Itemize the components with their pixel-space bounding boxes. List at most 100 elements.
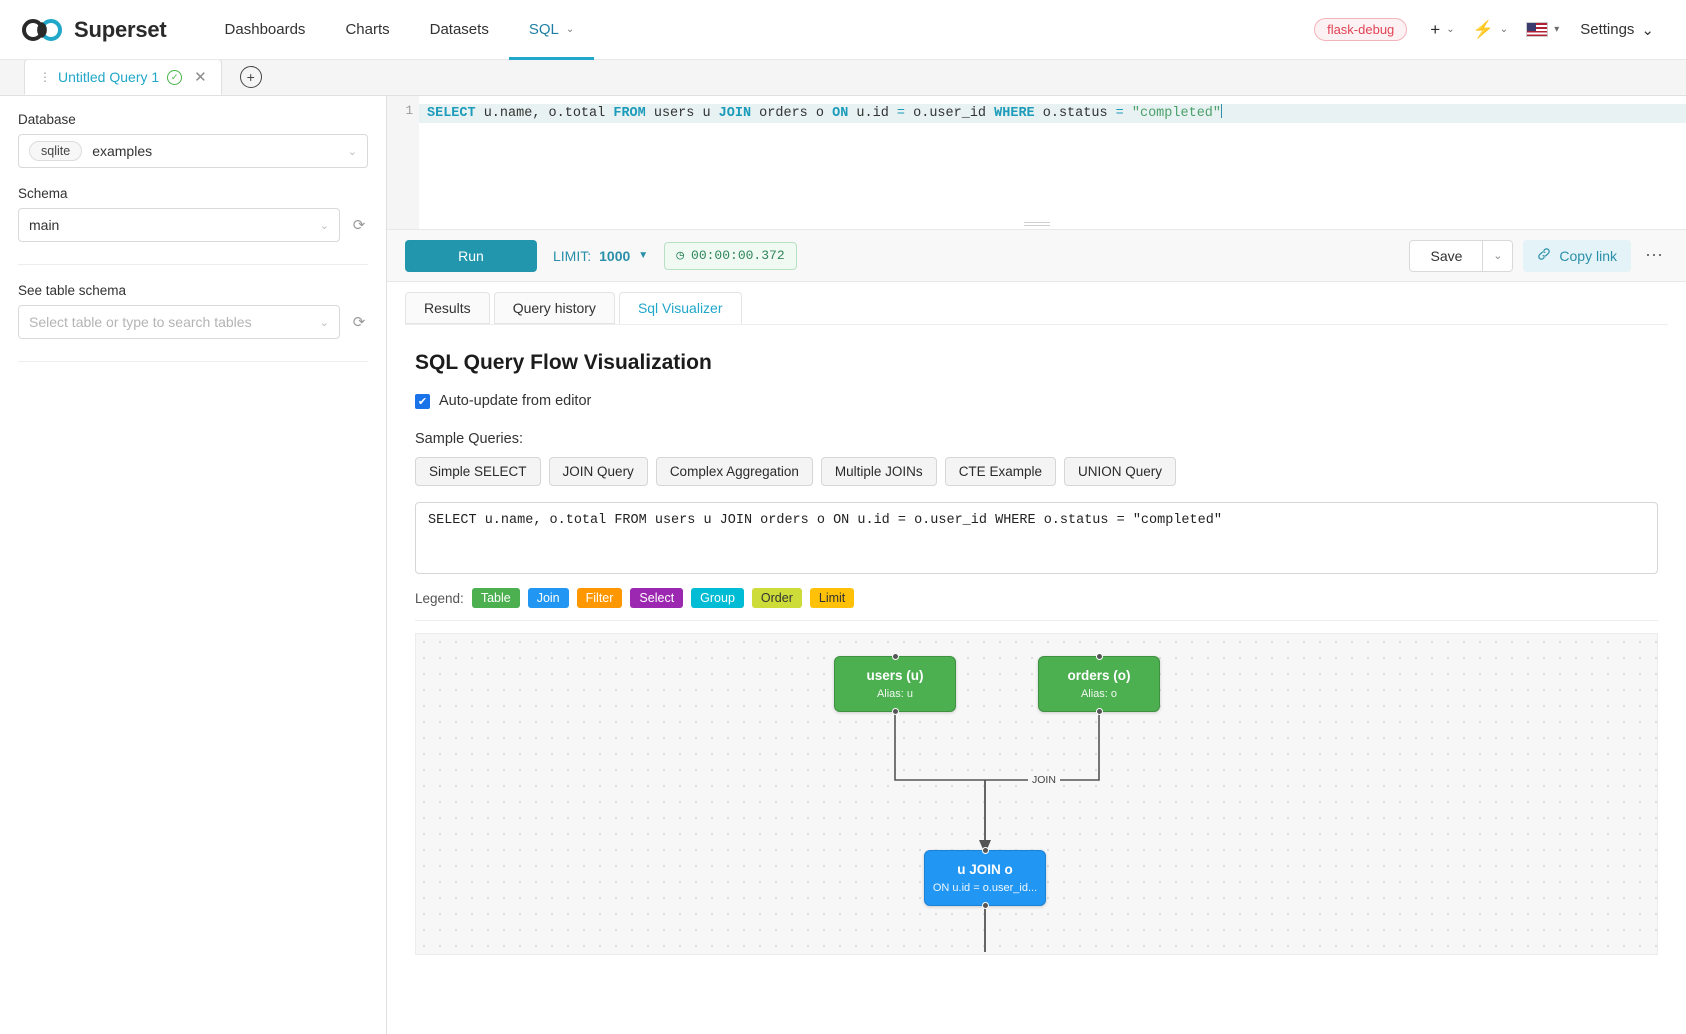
more-options-icon[interactable]: ⋯ [1645, 245, 1664, 265]
save-dropdown-chevron-down-icon[interactable]: ⌄ [1483, 239, 1514, 272]
chevron-down-icon: ⌄ [1499, 24, 1509, 35]
tab-label: Results [424, 300, 471, 316]
settings-menu[interactable]: Settings ⌄ [1570, 21, 1664, 39]
refresh-schema-icon[interactable]: ⟳ [352, 217, 366, 234]
node-handle-bottom[interactable] [1095, 708, 1103, 715]
limit-dropdown[interactable]: LIMIT: 1000 ▼ [553, 248, 648, 264]
schema-label: Schema [18, 186, 68, 201]
schema-select[interactable]: main ⌄ [18, 208, 340, 242]
sample-query-complex-aggregation[interactable]: Complex Aggregation [655, 457, 813, 486]
tab-sql-visualizer[interactable]: Sql Visualizer [618, 292, 742, 324]
sample-query-multiple-joins[interactable]: Multiple JOINs [820, 457, 937, 486]
editor-line-1: SELECT u.name, o.total FROM users u JOIN… [419, 104, 1686, 123]
tab-query-history[interactable]: Query history [493, 292, 615, 324]
copy-link-button[interactable]: Copy link [1523, 239, 1631, 272]
node-handle-top[interactable] [981, 847, 989, 854]
editor-resize-handle[interactable] [1023, 222, 1050, 226]
chevron-down-icon: ▾ [1554, 24, 1560, 35]
query-tab-untitled-query-1[interactable]: ⋮ Untitled Query 1 ✓ ✕ [24, 59, 222, 95]
nav-dashboards[interactable]: Dashboards [205, 0, 326, 60]
editor-toolbar: Run LIMIT: 1000 ▼ ◷ 00:00:00.372 Save ⌄ [387, 222, 1686, 282]
flow-node-users[interactable]: users (u) Alias: u [834, 653, 956, 715]
timer-value: 00:00:00.372 [691, 248, 785, 263]
settings-label: Settings [1580, 21, 1635, 38]
sample-query-union-query[interactable]: UNION Query [1063, 457, 1176, 486]
tab-results[interactable]: Results [405, 292, 490, 324]
legend-badge-join: Join [527, 588, 569, 608]
main-nav: Dashboards Charts Datasets SQL ⌄ [205, 0, 595, 60]
save-button-group: Save ⌄ [1409, 239, 1514, 272]
nav-sql-label: SQL [528, 21, 559, 38]
node-subtitle: Alias: u [876, 688, 914, 700]
sql-input-textarea[interactable]: SELECT u.name, o.total FROM users u JOIN… [415, 502, 1658, 574]
chevron-down-icon: ⌄ [319, 219, 329, 232]
visualizer-panel: SQL Query Flow Visualization ✔ Auto-upda… [387, 324, 1686, 1034]
nav-datasets[interactable]: Datasets [410, 0, 509, 60]
language-selector[interactable]: ▾ [1519, 17, 1566, 42]
nav-sql[interactable]: SQL ⌄ [509, 0, 594, 60]
chevron-down-icon: ⌄ [347, 145, 357, 158]
close-icon[interactable]: ✕ [194, 69, 207, 86]
top-navbar: Superset Dashboards Charts Datasets SQL … [0, 0, 1686, 60]
workspace: Database sqlite examples ⌄ Schema main ⌄… [0, 96, 1686, 1034]
link-icon [1537, 247, 1551, 264]
left-sidebar: Database sqlite examples ⌄ Schema main ⌄… [0, 96, 387, 1034]
node-handle-top[interactable] [891, 653, 899, 660]
sample-query-join-query[interactable]: JOIN Query [548, 457, 648, 486]
add-tab-icon[interactable]: + [239, 66, 262, 88]
chevron-down-icon: ⌄ [319, 316, 329, 329]
sample-query-simple-select[interactable]: Simple SELECT [415, 457, 541, 486]
sql-editor[interactable]: 1 SELECT u.name, o.total FROM users u JO… [387, 96, 1686, 230]
flow-node-orders[interactable]: orders (o) Alias: o [1038, 653, 1160, 715]
query-tab-strip: ⋮ Untitled Query 1 ✓ ✕ + [0, 59, 1686, 96]
bolt-menu-button[interactable]: ⚡ ⌄ [1466, 15, 1516, 45]
nav-charts-label: Charts [345, 21, 390, 38]
node-handle-bottom[interactable] [981, 902, 989, 909]
sample-query-cte-example[interactable]: CTE Example [944, 457, 1056, 486]
chevron-down-icon: ⌄ [565, 24, 575, 35]
auto-update-checkbox[interactable]: ✔ [415, 393, 430, 409]
new-item-button[interactable]: + ⌄ [1423, 15, 1461, 45]
legend-badge-limit: Limit [809, 588, 855, 608]
auto-update-label: Auto-update from editor [439, 393, 592, 409]
node-subtitle: Alias: o [1080, 688, 1118, 700]
nav-charts[interactable]: Charts [325, 0, 409, 60]
node-title: orders (o) [1067, 668, 1131, 683]
database-label: Database [18, 112, 76, 127]
refresh-tables-icon[interactable]: ⟳ [352, 314, 366, 331]
line-number: 1 [405, 104, 413, 118]
editor-code-area[interactable]: SELECT u.name, o.total FROM users u JOIN… [419, 96, 1686, 229]
check-circle-icon: ✓ [167, 69, 183, 85]
save-button[interactable]: Save [1409, 239, 1484, 272]
query-timer: ◷ 00:00:00.372 [664, 241, 797, 270]
database-field: Database sqlite examples ⌄ [18, 112, 368, 168]
node-subtitle: ON u.id = o.user_id... [932, 882, 1038, 894]
node-handle-bottom[interactable] [891, 708, 899, 715]
bolt-icon: ⚡ [1472, 19, 1494, 39]
table-select[interactable]: Select table or type to search tables ⌄ [18, 305, 340, 339]
node-handle-top[interactable] [1095, 653, 1103, 660]
node-title: users (u) [866, 668, 924, 683]
tab-label: Query history [512, 300, 596, 316]
legend-label: Legend: [415, 590, 464, 606]
drag-handle-icon[interactable]: ⋮ [39, 70, 51, 84]
limit-label: LIMIT: [553, 247, 592, 264]
legend-badge-table: Table [471, 588, 520, 608]
flow-edges [894, 714, 1100, 952]
nav-datasets-label: Datasets [429, 21, 489, 38]
run-button[interactable]: Run [405, 239, 537, 272]
nav-dashboards-label: Dashboards [224, 21, 306, 38]
database-select[interactable]: sqlite examples ⌄ [18, 134, 368, 168]
superset-logo[interactable]: Superset [22, 17, 167, 43]
sidebar-divider-2 [18, 361, 368, 362]
tab-label: Sql Visualizer [637, 300, 723, 316]
us-flag-icon [1526, 22, 1549, 37]
clock-icon: ◷ [676, 248, 685, 263]
auto-update-row[interactable]: ✔ Auto-update from editor [415, 393, 1668, 409]
toolbar-right: Save ⌄ Copy link ⋯ [1409, 239, 1668, 272]
legend-badge-filter: Filter [576, 588, 623, 608]
